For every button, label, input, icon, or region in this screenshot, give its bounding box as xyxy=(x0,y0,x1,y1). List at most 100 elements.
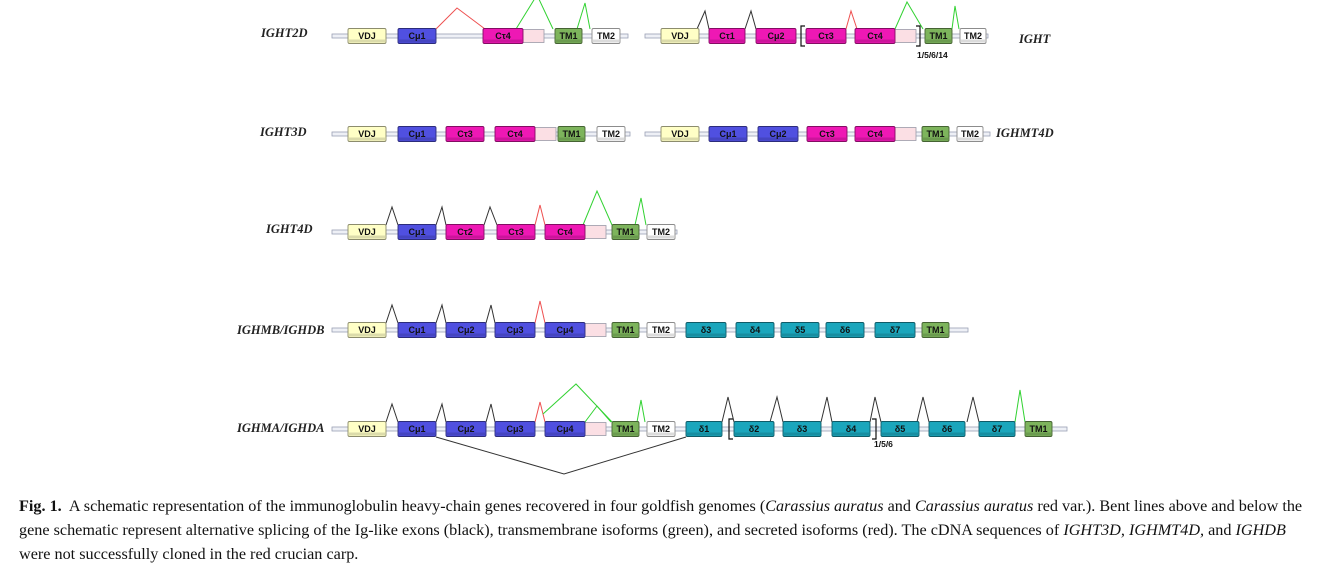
splice-line xyxy=(576,2,591,30)
exon-label: Cμ2 xyxy=(769,129,786,139)
splice-line xyxy=(385,205,399,226)
exon-tau: Cτ4 xyxy=(494,126,557,142)
gene-label-ighma-ighda: IGHMA/IGHDA xyxy=(237,421,325,435)
exon-delta: δ6 xyxy=(928,421,966,437)
splice-line xyxy=(385,402,399,423)
splice-line xyxy=(721,396,735,423)
utr-box xyxy=(893,29,917,43)
exon-delta: δ7 xyxy=(978,421,1016,437)
exon-label: δ6 xyxy=(840,325,850,335)
utr-box xyxy=(521,29,545,43)
gene-label-ighmt4d: IGHMT4D xyxy=(996,126,1054,140)
splice-line xyxy=(435,7,486,30)
exon-shadow xyxy=(496,137,534,141)
exon-shadow xyxy=(687,333,725,337)
exon-delta: δ3 xyxy=(782,421,822,437)
gene-name: IGHDB xyxy=(1235,521,1286,539)
exon-label: δ3 xyxy=(797,424,807,434)
splice-line xyxy=(534,401,546,423)
exon-tau: Cμ2 xyxy=(755,28,797,44)
exon-label: δ5 xyxy=(895,424,905,434)
exon-label: TM1 xyxy=(927,129,945,139)
exon-tau: Cτ4 xyxy=(854,126,917,142)
exon-shadow xyxy=(546,432,584,436)
exon-shadow xyxy=(735,432,773,436)
bracket-close xyxy=(872,418,877,440)
exon-label: Cμ1 xyxy=(408,424,425,434)
splice-line xyxy=(634,197,647,226)
exon-label: Cτ3 xyxy=(819,129,835,139)
exon-shadow xyxy=(882,432,918,436)
exon-tm: TM1 xyxy=(1024,421,1053,437)
exon-mu: Cμ4 xyxy=(544,421,607,437)
copy-number-note: 1/5/6/14 xyxy=(917,50,948,60)
caption-text: and xyxy=(883,497,915,515)
exon-label: VDJ xyxy=(358,31,376,41)
exon-mu: Cμ4 xyxy=(544,322,607,338)
gene-name: IGHT3D, xyxy=(1063,521,1125,539)
exon-label: Cμ1 xyxy=(408,227,425,237)
exon-mu: Cμ2 xyxy=(445,322,487,338)
caption-text: and xyxy=(1204,521,1236,539)
exon-tau: Cτ1 xyxy=(708,28,746,44)
exon-shadow xyxy=(556,39,581,43)
splice-line xyxy=(636,399,646,423)
exon-shadow xyxy=(559,137,584,141)
utr-box xyxy=(583,422,607,436)
exon-plain: TM2 xyxy=(596,126,626,142)
exon-mu: Cμ1 xyxy=(397,126,437,142)
exon-vdj: VDJ xyxy=(347,322,387,338)
exon-shadow xyxy=(349,137,385,141)
exon-shadow xyxy=(757,39,795,43)
exon-tm: TM1 xyxy=(924,28,953,44)
figure-caption: Fig. 1. A schematic representation of th… xyxy=(19,494,1309,566)
utr-box xyxy=(533,127,557,141)
species-name: Carassius auratus xyxy=(765,497,884,515)
exon-tm: TM1 xyxy=(611,224,640,240)
exon-tm: TM1 xyxy=(557,126,586,142)
exon-shadow xyxy=(447,432,485,436)
exon-shadow xyxy=(662,137,698,141)
exon-label: δ1 xyxy=(699,424,709,434)
exon-shadow xyxy=(496,333,534,337)
exon-shadow xyxy=(710,39,744,43)
exon-shadow xyxy=(710,137,746,141)
exon-label: Cτ3 xyxy=(508,227,524,237)
splice-line xyxy=(966,396,980,423)
utr-box xyxy=(583,323,607,337)
exon-label: δ3 xyxy=(701,325,711,335)
exon-shadow xyxy=(447,137,483,141)
exon-label: Cμ2 xyxy=(457,325,474,335)
splice-line xyxy=(894,0,924,30)
exon-label: δ2 xyxy=(749,424,759,434)
exon-label: TM2 xyxy=(652,227,670,237)
exon-label: Cτ4 xyxy=(867,31,883,41)
exon-tau: Cτ4 xyxy=(482,28,545,44)
exon-delta: δ7 xyxy=(874,322,916,338)
exon-shadow xyxy=(1026,432,1051,436)
splice-line xyxy=(435,436,687,475)
exon-shadow xyxy=(399,137,435,141)
exon-label: TM1 xyxy=(560,31,578,41)
exon-label: VDJ xyxy=(671,129,689,139)
splice-line xyxy=(385,303,399,324)
exon-shadow xyxy=(613,235,638,239)
exon-label: TM2 xyxy=(602,129,620,139)
exon-shadow xyxy=(349,235,385,239)
exon-shadow xyxy=(447,333,485,337)
exon-shadow xyxy=(349,333,385,337)
exon-shadow xyxy=(546,333,584,337)
exon-shadow xyxy=(808,137,846,141)
exon-label: VDJ xyxy=(358,424,376,434)
exon-shadow xyxy=(687,432,721,436)
exon-label: Cμ4 xyxy=(556,325,573,335)
exon-mu: Cμ2 xyxy=(757,126,799,142)
exon-shadow xyxy=(833,432,869,436)
exon-shadow xyxy=(961,39,985,43)
exon-mu: Cμ3 xyxy=(494,421,536,437)
